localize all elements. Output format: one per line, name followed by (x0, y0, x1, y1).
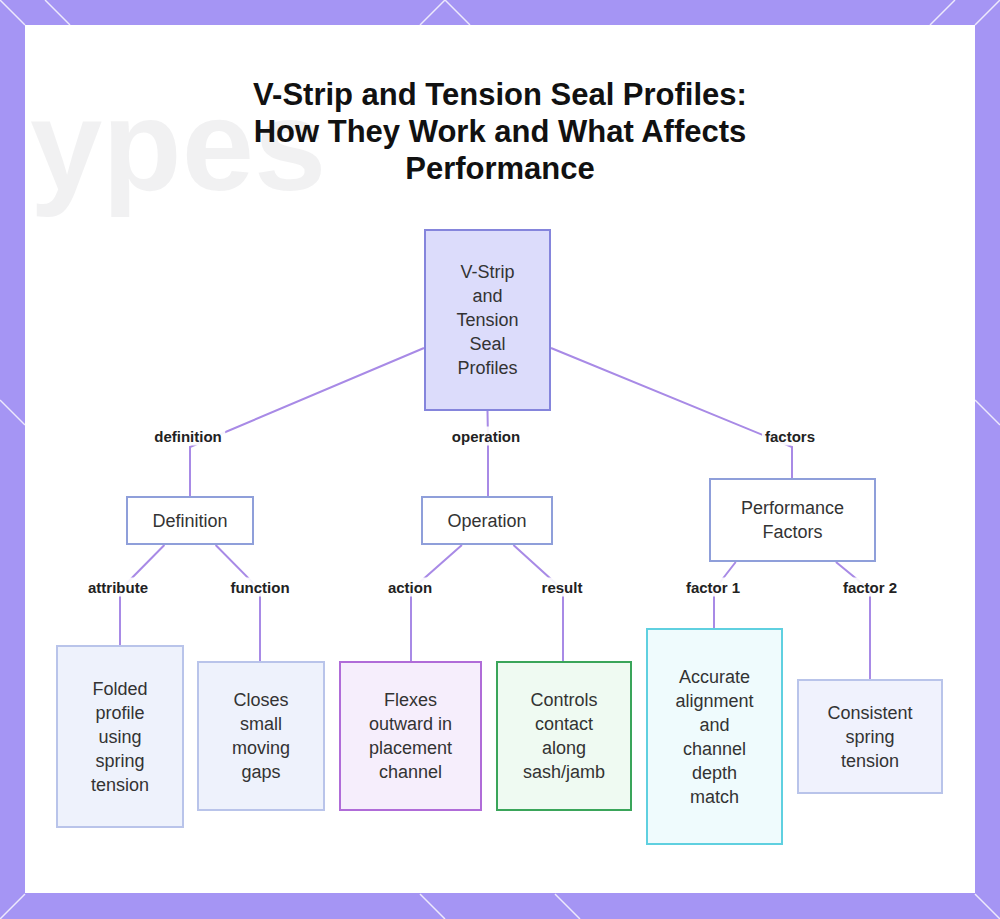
connector-line (487, 411, 490, 496)
node-text-group: Closes small moving gaps (221, 688, 301, 784)
node-text: Controls contact along sash/jamb (522, 688, 606, 784)
node-text-group: Controls contact along sash/jamb (522, 688, 606, 784)
edge-label: factor 2 (840, 578, 900, 597)
category-box: Operation (421, 496, 553, 545)
detail-box: Folded profile using spring tension (56, 645, 184, 828)
node-text: Consistent spring tension (821, 701, 919, 773)
category-box: Performance Factors (709, 478, 876, 562)
edge-label: factor 1 (683, 578, 743, 597)
node-text-group: Definition (152, 509, 227, 533)
edge-label: result (539, 578, 586, 597)
edge-label: factors (762, 427, 818, 446)
node-text-group: Flexes outward in placement channel (369, 688, 452, 784)
connector-line (216, 545, 260, 661)
diagram-title: V-Strip and Tension Seal Profiles: How T… (220, 76, 780, 187)
node-text: Closes small moving gaps (221, 688, 301, 784)
node-text: Flexes outward in placement channel (369, 688, 452, 784)
node-text-group: Consistent spring tension (821, 701, 919, 773)
edge-label: action (385, 578, 435, 597)
node-text-group: V-Strip and Tension Seal Profiles (448, 260, 527, 380)
node-text-group: Operation (447, 509, 526, 533)
detail-box: Accurate alignment and channel depth mat… (646, 628, 783, 845)
connector-line (551, 348, 792, 478)
detail-box: Controls contact along sash/jamb (496, 661, 632, 811)
node-text-group: Accurate alignment and channel depth mat… (668, 665, 761, 809)
node-text: Accurate alignment and channel depth mat… (668, 665, 761, 809)
connector-line (513, 545, 563, 661)
connector-line (411, 545, 462, 661)
node-text-group: Folded profile using spring tension (80, 677, 160, 797)
root-box: V-Strip and Tension Seal Profiles (424, 229, 551, 411)
node-text: Operation (447, 509, 526, 533)
edge-label: function (227, 578, 292, 597)
node-text: Folded profile using spring tension (80, 677, 160, 797)
edge-label: attribute (85, 578, 151, 597)
node-text: Definition (152, 509, 227, 533)
node-text-group: Performance Factors (721, 496, 864, 544)
connector-line (190, 348, 424, 496)
detail-box: Flexes outward in placement channel (339, 661, 482, 811)
node-text: V-Strip and Tension Seal Profiles (448, 260, 527, 380)
detail-box: Closes small moving gaps (197, 661, 325, 811)
category-box: Definition (126, 496, 254, 545)
node-text: Performance Factors (721, 496, 864, 544)
edge-label: definition (151, 427, 225, 446)
edge-label: operation (449, 427, 523, 446)
detail-box: Consistent spring tension (797, 679, 943, 794)
